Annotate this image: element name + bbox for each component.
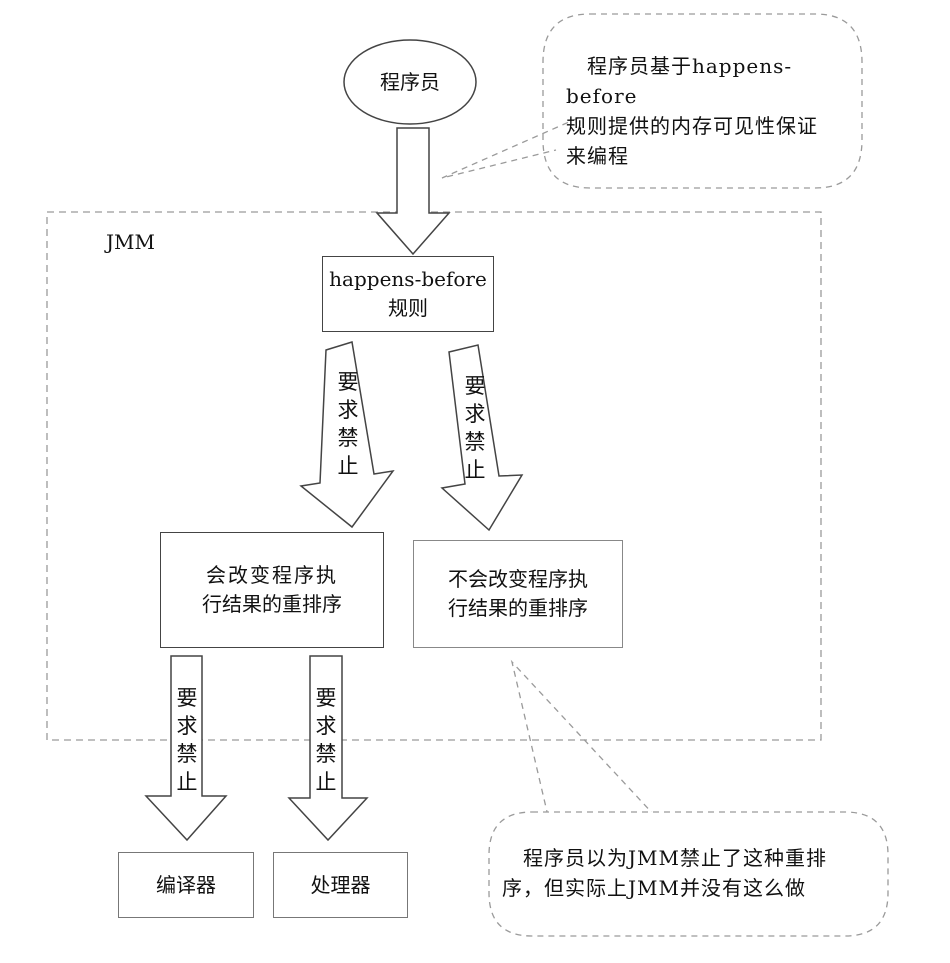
arrow-change-to-processor [287,655,369,842]
jmm-boundary [46,211,822,741]
arrow-char: 禁 [464,430,486,454]
programmer-label: 程序员 [380,69,440,94]
arrow-char: 要 [464,374,486,398]
reorder-change-line-2: 行结果的重排序 [202,592,342,616]
arrow-char: 求 [464,402,486,426]
callout-top-text: 程序员基于happens-before 规则提供的内存可见性保证 来编程 [566,51,856,171]
arrow-change-to-compiler [144,655,228,842]
reorder-nochange-box: 不会改变程序执 行结果的重排序 [413,540,623,648]
jmm-label: JMM [106,230,155,254]
compiler-label: 编译器 [156,872,216,897]
callout-top-bubble [542,13,863,189]
arrow-char: 止 [337,454,359,478]
arrow-char: 禁 [315,742,337,766]
arrow-char: 止 [464,458,486,482]
callout-top-line-1: 程序员基于happens-before [566,54,793,108]
processor-box: 处理器 [273,852,408,918]
callout-top-line-3: 来编程 [566,144,629,168]
arrow-label-change: 要 求 禁 止 [328,368,368,480]
arrow-label-processor: 要 求 禁 止 [306,684,346,796]
arrow-rules-to-change [299,341,395,529]
arrow-char: 止 [315,770,337,794]
reorder-change-line-1: 会改变程序执 [206,563,338,587]
callout-top-line-2: 规则提供的内存可见性保证 [566,114,818,138]
arrow-char: 要 [337,370,359,394]
programmer-node: 程序员 [344,40,476,124]
callout-top-pointer [441,117,579,179]
arrow-char: 要 [176,686,198,710]
arrow-rules-to-nochange [440,344,524,532]
callout-bottom-text: 程序员以为JMM禁止了这种重排 序，但实际上JMM并没有这么做 [502,843,882,903]
arrow-label-compiler: 要 求 禁 止 [167,684,207,796]
processor-label: 处理器 [310,872,371,897]
hb-rules-line-1: happens-before [329,267,487,291]
callout-bottom-bubble [488,811,889,937]
reorder-nochange-line-2: 行结果的重排序 [448,596,588,620]
arrow-label-nochange: 要 求 禁 止 [455,372,495,484]
reorder-change-box: 会改变程序执 行结果的重排序 [160,532,384,648]
callout-bottom-pointer [510,659,656,817]
arrow-char: 禁 [176,742,198,766]
compiler-box: 编译器 [118,852,254,918]
callout-bottom-line-1: 程序员以为JMM禁止了这种重排 [502,846,827,870]
callout-bottom-line-2: 序，但实际上JMM并没有这么做 [502,876,806,900]
arrow-programmer-to-rules [375,127,451,256]
arrow-char: 止 [176,770,198,794]
arrow-char: 求 [337,398,359,422]
hb-rules-line-2: 规则 [388,296,428,320]
arrow-char: 求 [315,714,337,738]
reorder-nochange-line-1: 不会改变程序执 [448,567,588,591]
arrow-char: 求 [176,714,198,738]
arrow-char: 禁 [337,426,359,450]
hb-rules-box: happens-before 规则 [322,256,494,332]
programmer-ellipse [343,39,477,125]
arrow-char: 要 [315,686,337,710]
